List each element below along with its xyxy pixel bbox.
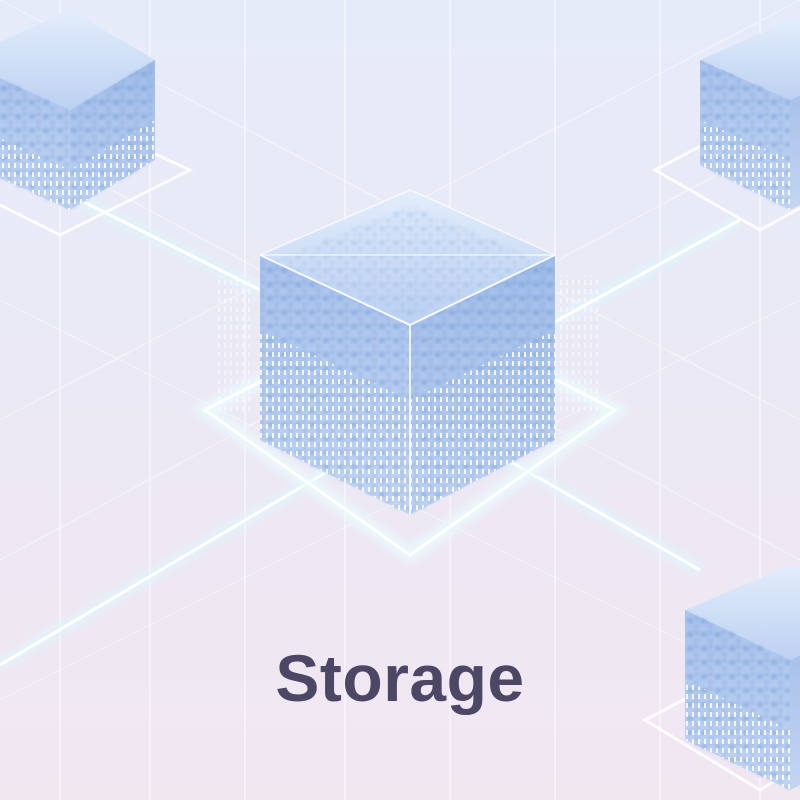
main-storage-cube <box>191 189 629 564</box>
page-title: Storage <box>275 641 525 715</box>
storage-cube-bottom-right <box>641 565 800 792</box>
storage-cube-top-right <box>651 20 800 232</box>
storage-cube-top-left <box>0 10 194 237</box>
